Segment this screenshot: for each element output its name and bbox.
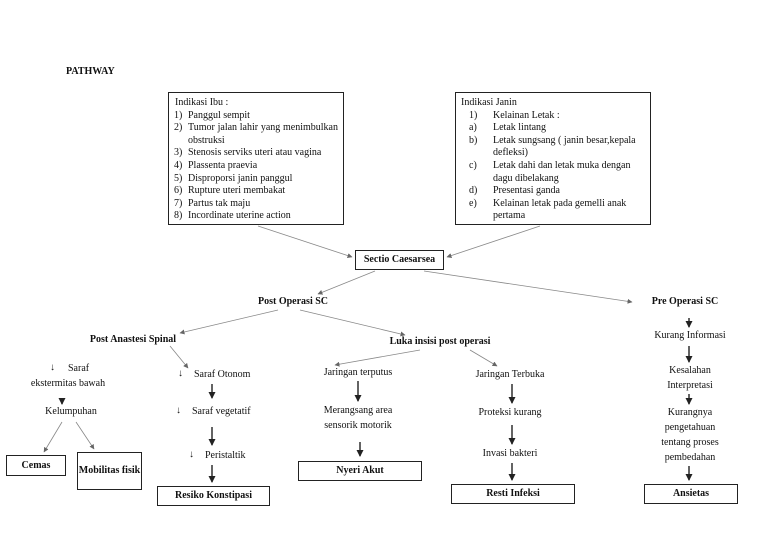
item-number: e): [469, 197, 477, 209]
item-text: Partus tak maju: [188, 197, 251, 209]
item-number: a): [469, 122, 477, 134]
item-number: 8): [174, 210, 183, 222]
item-number: 4): [174, 159, 183, 171]
item-text: Kelainan letak pada gemelli anak pertama: [493, 197, 627, 222]
kelumpuhan-label: Kelumpuhan: [45, 406, 97, 417]
postop-to-anastesi-arrow: [179, 309, 279, 335]
ibu-to-sectio-arrow: [257, 225, 353, 258]
sectio-to-postop-arrow: [317, 270, 376, 295]
pre-operasi-label: Pre Operasi SC: [651, 296, 719, 307]
indikasi-janin-item: d) Presentasi ganda: [461, 185, 647, 198]
item-text: Presentasi ganda: [493, 185, 560, 197]
saraf-label: Saraf: [68, 363, 90, 374]
indikasi-janin-box: Indikasi Janin 1) Kelainan Letak : a) Leta…: [455, 92, 651, 225]
item-number: 2): [174, 122, 183, 134]
jaringan-terbuka-label: Jaringan Terbuka: [475, 369, 545, 380]
item-text: Tumor jalan lahir yang menimbulkan obstr…: [188, 122, 338, 146]
ekstremitas-bawah-label: ekstermitas bawah: [30, 378, 106, 389]
saraf-otonom-label: Saraf Otonom: [194, 369, 251, 380]
indikasi-ibu-item: 3) Stenosis serviks uteri atau vagina: [174, 147, 338, 160]
resti-infeksi-outcome: Resti Infeksi: [451, 484, 575, 504]
item-number: 7): [174, 197, 183, 209]
item-number: 1): [469, 109, 478, 121]
item-number: 6): [174, 185, 183, 197]
item-text: Letak lintang: [493, 122, 547, 134]
cemas-outcome: Cemas: [6, 455, 66, 476]
merangsang-label-2: sensorik motorik: [324, 420, 392, 431]
merangsang-label-1: Merangsang area: [323, 405, 393, 416]
item-number: d): [469, 185, 478, 197]
proteksi-kurang-label: Proteksi kurang: [478, 407, 542, 418]
kesalahan-label-1: Kesalahan: [669, 365, 711, 376]
item-text: Incordinate uterine action: [188, 210, 291, 222]
item-number: 1): [174, 109, 183, 121]
resiko-konstipasi-outcome: Resiko Konstipasi: [157, 486, 270, 506]
indikasi-ibu-title: Indikasi Ibu :: [175, 97, 229, 108]
item-text: Disproporsi janin panggul: [188, 172, 293, 184]
kurangnya-label-4: pembedahan: [664, 452, 716, 463]
luka-to-terputus-arrow: [334, 349, 421, 367]
item-text: Rupture uteri membakat: [188, 185, 286, 197]
invasi-bakteri-label: Invasi bakteri: [482, 448, 538, 459]
janin-to-sectio-arrow: [446, 225, 541, 258]
post-anastesi-label: Post Anastesi Spinal: [89, 334, 177, 345]
item-number: b): [469, 134, 478, 146]
indikasi-janin-item: e) Kelainan letak pada gemelli anak perta…: [461, 198, 647, 223]
anastesi-to-otonom-arrow: [169, 345, 189, 369]
down-arrow-glyph: ↓: [178, 368, 183, 379]
indikasi-ibu-item: 5) Disproporsi janin panggul: [174, 173, 338, 186]
down-arrow-glyph: ↓: [189, 449, 194, 460]
nyeri-akut-outcome: Nyeri Akut: [298, 461, 422, 481]
kurangnya-label-3: tentang proses: [661, 437, 719, 448]
item-text: Kelainan Letak :: [493, 109, 560, 121]
indikasi-ibu-list: Indikasi Ibu : 1) Panggul sempit 2) Tumor …: [174, 97, 338, 223]
item-text: Letak sungsang ( janin besar,kepala defl…: [493, 134, 636, 159]
indikasi-ibu-item: 1) Panggul sempit: [174, 110, 338, 123]
indikasi-ibu-box: Indikasi Ibu : 1) Panggul sempit 2) Tumor …: [168, 92, 344, 225]
sectio-to-preop-arrow: [423, 270, 633, 304]
sectio-caesarsea-node: Sectio Caesarsea: [355, 250, 444, 270]
item-text: Stenosis serviks uteri atau vagina: [188, 147, 322, 159]
indikasi-ibu-item: 8) Incordinate uterine action: [174, 210, 338, 223]
kurangnya-label-2: pengetahuan: [664, 422, 716, 433]
ansietas-outcome: Ansietas: [644, 484, 738, 504]
page-heading: PATHWAY: [66, 66, 115, 77]
luka-to-terbuka-arrow: [469, 349, 498, 367]
down-arrow-glyph: ↓: [176, 405, 181, 416]
mobilitas-fisik-outcome: Mobilitas fisik: [77, 452, 142, 490]
indikasi-ibu-item: 2) Tumor jalan lahir yang menimbulkan obs…: [174, 122, 338, 147]
jaringan-terputus-label: Jaringan terputus: [323, 367, 393, 378]
postop-to-luka-arrow: [299, 309, 406, 337]
kelumpuhan-to-cemas-arrow: [43, 421, 63, 453]
saraf-vegetatif-label: Saraf vegetatif: [192, 406, 251, 417]
indikasi-janin-title: Indikasi Janin: [461, 97, 517, 108]
indikasi-ibu-item: 4) Plassenta praevia: [174, 160, 338, 173]
indikasi-ibu-item: 6) Rupture uteri membakat: [174, 185, 338, 198]
indikasi-ibu-item: 7) Partus tak maju: [174, 198, 338, 211]
kurangnya-label-1: Kurangnya: [667, 407, 713, 418]
luka-insisi-label: Luka insisi post operasi: [389, 336, 491, 347]
down-arrow-glyph: ↓: [50, 362, 55, 373]
kesalahan-label-2: Interpretasi: [667, 380, 713, 391]
indikasi-janin-item: c) Letak dahi dan letak muka dengan dagu …: [461, 160, 647, 185]
item-number: 5): [174, 172, 183, 184]
item-number: c): [469, 159, 477, 171]
item-number: 3): [174, 147, 183, 159]
kurang-informasi-label: Kurang Informasi: [654, 330, 726, 341]
post-operasi-label: Post Operasi SC: [258, 296, 328, 307]
indikasi-janin-item: a) Letak lintang: [461, 122, 647, 135]
kelumpuhan-to-mobilitas-arrow: [75, 421, 95, 450]
indikasi-janin-head: 1) Kelainan Letak :: [461, 110, 647, 123]
item-text: Letak dahi dan letak muka dengan dagu di…: [493, 159, 631, 184]
peristaltik-label: Peristaltik: [205, 450, 246, 461]
item-text: Panggul sempit: [188, 109, 250, 121]
indikasi-janin-item: b) Letak sungsang ( janin besar,kepala de…: [461, 135, 647, 160]
indikasi-janin-list: Indikasi Janin 1) Kelainan Letak : a) Leta…: [461, 97, 647, 223]
item-text: Plassenta praevia: [188, 159, 258, 171]
